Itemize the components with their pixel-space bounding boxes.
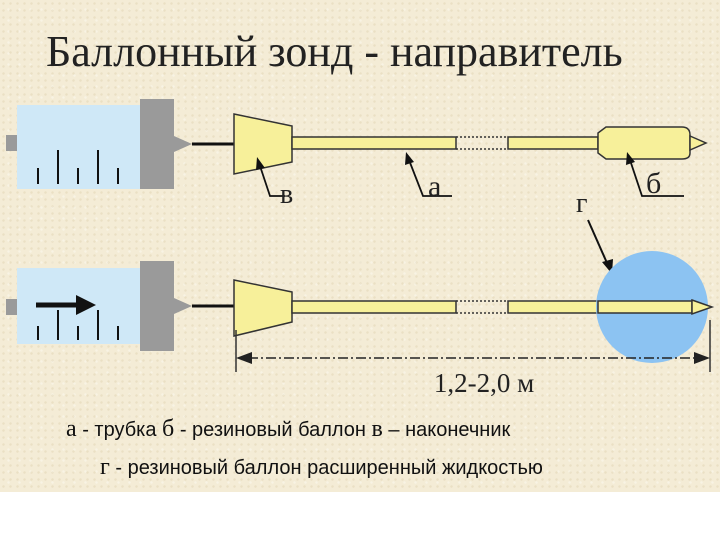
label-a: а xyxy=(428,170,441,203)
top-tube-break xyxy=(456,136,508,150)
bottom-syringe xyxy=(6,261,192,351)
legend-v-text: – наконечник xyxy=(382,419,511,441)
balloon-probe-diagram: в а б г xyxy=(6,99,715,398)
leader-g xyxy=(587,219,608,264)
top-syringe-plunger xyxy=(140,99,174,189)
label-b: б xyxy=(646,167,661,200)
top-tube-right xyxy=(507,136,599,150)
legend-b-text: - резиновый баллон xyxy=(174,419,372,441)
bottom-tube-in-balloon xyxy=(597,300,693,314)
leader-a xyxy=(408,159,452,197)
top-tube-left xyxy=(291,136,457,150)
label-v: в xyxy=(280,179,293,210)
label-g: г xyxy=(576,188,587,219)
legend-g-letter: г xyxy=(100,454,110,480)
leader-v xyxy=(259,165,285,197)
legend-a-letter: а xyxy=(66,416,77,442)
legend-line-1: а - трубка б - резиновый баллон в – нако… xyxy=(66,416,510,443)
legend-g-text: - резиновый баллон расширенный жидкостью xyxy=(109,457,543,479)
legend-b-letter: б xyxy=(162,416,175,442)
bottom-probe-end xyxy=(691,298,715,316)
top-syringe-nozzle xyxy=(174,136,192,152)
bottom-tube-left xyxy=(291,300,457,314)
top-syringe-flange xyxy=(6,135,18,151)
bottom-syringe-nozzle xyxy=(174,298,192,314)
legend-v-letter: в xyxy=(371,416,383,442)
bottom-syringe-scale xyxy=(37,310,119,340)
top-tip-v xyxy=(233,113,293,175)
top-probe-end xyxy=(689,134,708,152)
bottom-tip xyxy=(233,279,293,337)
bottom-tube-right xyxy=(507,300,599,314)
dimension-arrow-left xyxy=(236,352,252,364)
legend-line-2: г - резиновый баллон расширенный жидкост… xyxy=(100,454,543,481)
legend-a-text: - трубка xyxy=(76,419,163,441)
push-arrow-icon xyxy=(76,295,96,315)
top-balloon-b-deflated xyxy=(597,126,691,160)
dimension-arrow-right xyxy=(694,352,710,364)
bottom-syringe-flange xyxy=(6,299,18,315)
slide: Баллонный зонд - направитель xyxy=(0,0,720,492)
bottom-syringe-plunger xyxy=(140,261,174,351)
length-label: 1,2-2,0 м xyxy=(434,368,534,398)
length-dimension xyxy=(235,320,711,372)
bottom-tube-break xyxy=(456,300,508,314)
top-syringe-scale xyxy=(37,150,119,184)
top-syringe xyxy=(6,99,192,189)
leader-b xyxy=(629,159,684,197)
slide-title: Баллонный зонд - направитель xyxy=(46,27,623,76)
